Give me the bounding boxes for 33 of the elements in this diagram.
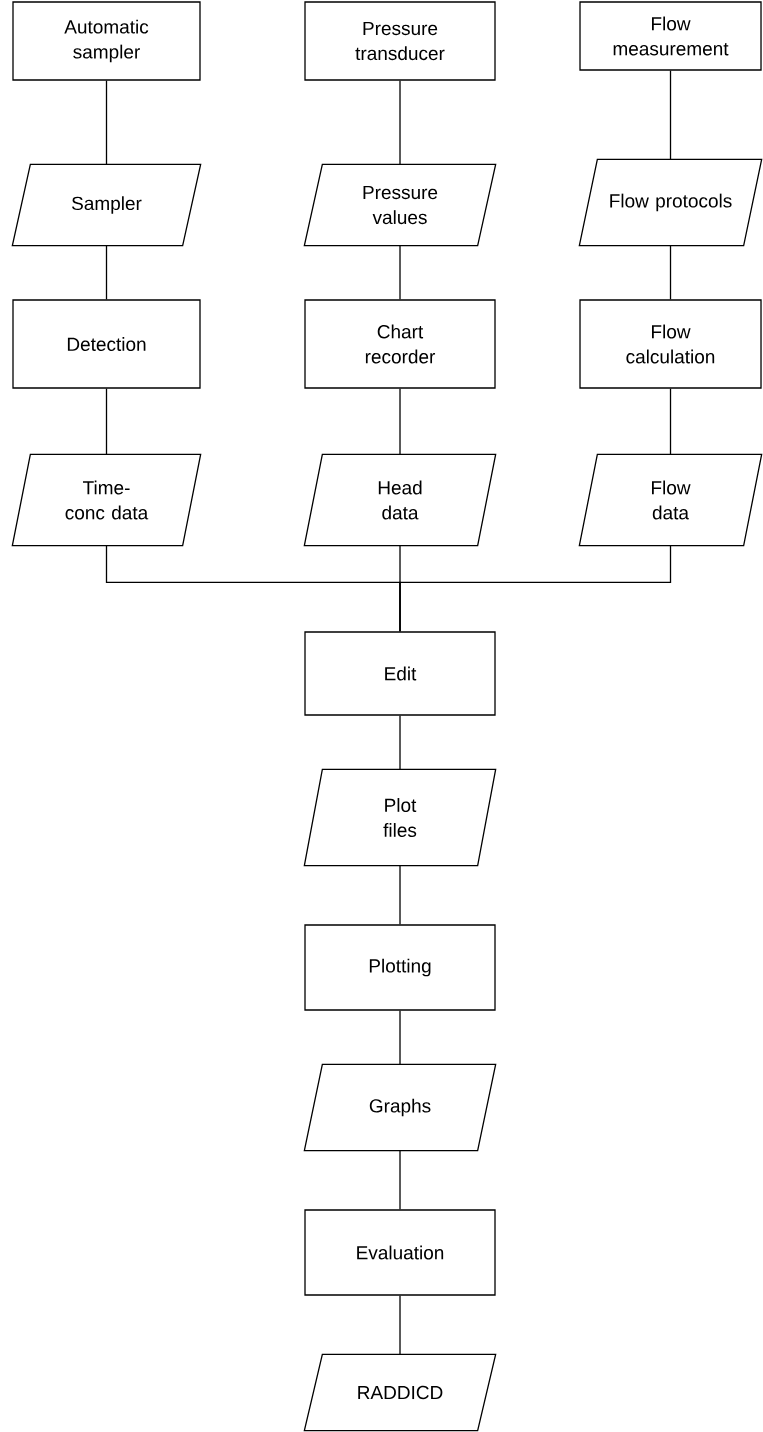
connector-line (105, 245, 108, 300)
connector-line (105, 80, 108, 165)
data-parallelogram: Time-conc data (11, 453, 202, 547)
data-parallelogram: Flow data (578, 453, 763, 547)
connector-line (399, 1150, 401, 1210)
data-parallelogram: Plot files (303, 768, 497, 867)
connector-line (399, 80, 401, 165)
connector-line (399, 865, 401, 925)
connector-line (105, 388, 108, 455)
process-box: Automatic sampler (12, 1, 201, 81)
connector-line (399, 545, 672, 632)
connector-line (399, 715, 401, 770)
process-box: Evaluation (304, 1209, 496, 1296)
process-box: Detection (12, 299, 201, 389)
data-parallelogram: Pressure values (303, 163, 497, 247)
process-box: Edit (304, 631, 496, 716)
connector-line (669, 245, 672, 300)
connector-line (399, 1295, 401, 1355)
process-box: Chart recorder (304, 299, 496, 389)
data-parallelogram: Graphs (303, 1063, 497, 1152)
connector-line (669, 388, 672, 455)
process-box: Flow measurement (579, 1, 762, 71)
data-parallelogram: Sampler (11, 163, 202, 247)
process-box: Pressure transducer (304, 1, 496, 81)
data-parallelogram: Flow protocols (578, 158, 763, 247)
connector-line (399, 388, 401, 455)
data-parallelogram: RADDICD (303, 1353, 497, 1432)
connector-line (399, 245, 401, 300)
process-box: Plotting (304, 924, 496, 1011)
connector-line (399, 1010, 401, 1065)
data-parallelogram: Head data (303, 453, 497, 547)
process-box: Flow calculation (579, 299, 762, 389)
connector-line (669, 70, 672, 160)
